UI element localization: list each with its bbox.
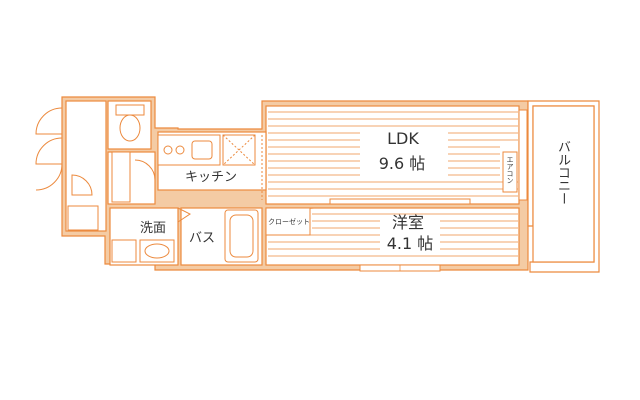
washing-machine-space [111, 239, 137, 263]
toilet-tank [115, 104, 145, 116]
shoe-cabinet [67, 205, 99, 231]
ldk-name: LDK [387, 129, 419, 148]
sink-icon [191, 140, 213, 160]
stove-burner-icon [163, 145, 173, 155]
stove-burner-icon [175, 145, 185, 155]
western-floor-pattern [268, 213, 518, 257]
western-room-size: 4.1 帖 [386, 234, 434, 253]
bath-label: バス [189, 231, 216, 246]
closet [265, 207, 311, 236]
washroom-label: 洗面 [140, 221, 167, 236]
aircon-unit [502, 151, 518, 193]
closet-label: クローゼット [268, 218, 310, 226]
bathtub-inner [229, 214, 254, 258]
balcony-label: バルコニー [555, 140, 570, 205]
ldk-room [265, 105, 520, 205]
basin-bowl-icon [144, 243, 170, 259]
balcony-floor [532, 105, 595, 263]
toilet-icon [119, 114, 141, 142]
ldk-floor-pattern [268, 111, 518, 197]
ldk-size: 9.6 帖 [378, 154, 426, 173]
hall-storage [111, 151, 131, 203]
aircon-label: エアコン [506, 156, 514, 184]
windows [329, 109, 528, 272]
kitchen-label: キッチン [185, 170, 238, 185]
western-room-name: 洋室 [391, 213, 424, 232]
